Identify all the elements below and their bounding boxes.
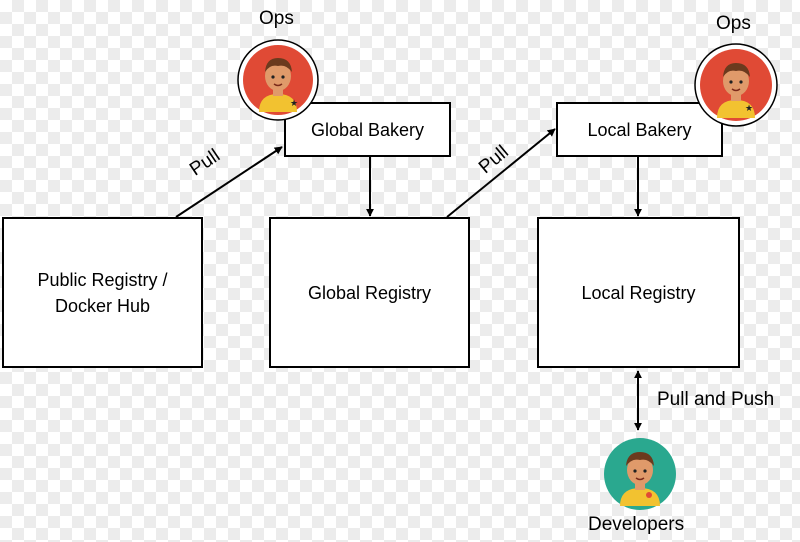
public-registry-box: Public Registry / Docker Hub bbox=[2, 217, 203, 368]
svg-text:★: ★ bbox=[290, 99, 298, 109]
public-registry-label: Public Registry / Docker Hub bbox=[37, 269, 168, 316]
global-bakery-box: Global Bakery bbox=[284, 102, 451, 157]
local-registry-box: Local Registry bbox=[537, 217, 740, 368]
local-bakery-label: Local Bakery bbox=[587, 119, 692, 140]
pull-arrow-global-registry-to-local-bakery bbox=[446, 128, 556, 218]
local-bakery-box: Local Bakery bbox=[556, 102, 723, 157]
ops-right-label: Ops bbox=[716, 13, 751, 34]
ops-left-label: Ops bbox=[259, 8, 294, 29]
pull-and-push-label: Pull and Push bbox=[657, 389, 775, 410]
local-registry-label: Local Registry bbox=[581, 282, 696, 303]
svg-text:★: ★ bbox=[745, 104, 753, 114]
global-registry-label: Global Registry bbox=[307, 282, 432, 303]
global-registry-box: Global Registry bbox=[269, 217, 470, 368]
global-bakery-label: Global Bakery bbox=[310, 119, 425, 140]
pull-arrow-public-to-global-bakery bbox=[175, 146, 283, 218]
developers-label: Developers bbox=[588, 514, 685, 535]
